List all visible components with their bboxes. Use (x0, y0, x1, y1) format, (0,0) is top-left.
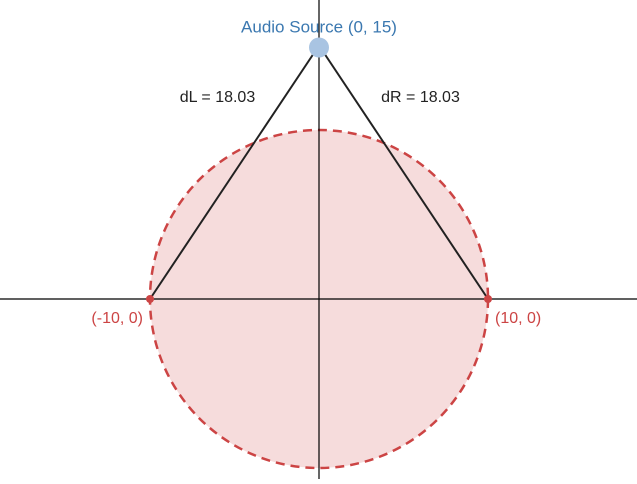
right-distance-label: dR = 18.03 (381, 89, 460, 106)
left-distance-line (149, 44, 320, 300)
right-distance-line (318, 44, 489, 300)
left-distance-label: dL = 18.03 (180, 89, 256, 106)
right-microphone-label: (10, 0) (495, 310, 541, 327)
audio-source-marker (309, 37, 329, 58)
right-microphone-marker (484, 295, 492, 303)
left-microphone-marker (146, 295, 154, 303)
left-microphone-label: (-10, 0) (91, 310, 143, 327)
audio-source-label: Audio Source (0, 15) (241, 18, 397, 37)
